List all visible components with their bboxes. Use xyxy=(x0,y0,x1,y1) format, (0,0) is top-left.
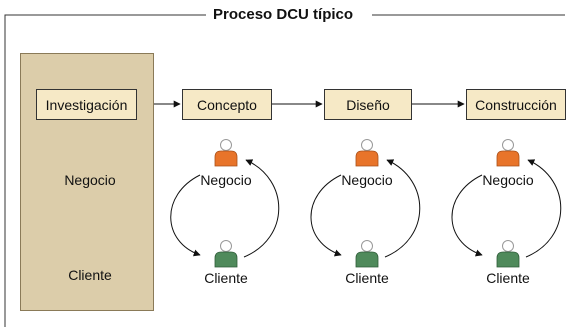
client-person-icon xyxy=(214,240,238,268)
business-label: Negocio xyxy=(64,172,116,188)
client-label: Cliente xyxy=(345,270,389,286)
client-label: Cliente xyxy=(486,270,530,286)
client-person-icon xyxy=(496,240,520,268)
stage-investigacion: Investigación xyxy=(36,89,137,120)
business-person-icon xyxy=(214,139,238,167)
client-label: Cliente xyxy=(204,270,248,286)
business-person-icon xyxy=(355,139,379,167)
business-label: Negocio xyxy=(341,172,393,188)
client-label: Cliente xyxy=(68,267,112,283)
business-label: Negocio xyxy=(200,172,252,188)
business-label: Negocio xyxy=(482,172,534,188)
cycle-concepto xyxy=(170,159,280,258)
stage-diseno: Diseño xyxy=(324,89,412,120)
cycle-diseno xyxy=(310,159,421,258)
business-person-icon xyxy=(496,139,520,167)
diagram-title: Proceso DCU típico xyxy=(206,6,361,24)
stage-construccion: Construcción xyxy=(466,89,566,120)
stage-concepto: Concepto xyxy=(182,89,272,120)
client-person-icon xyxy=(355,240,379,268)
process-frame xyxy=(4,14,565,327)
cycle-construccion xyxy=(451,159,562,258)
